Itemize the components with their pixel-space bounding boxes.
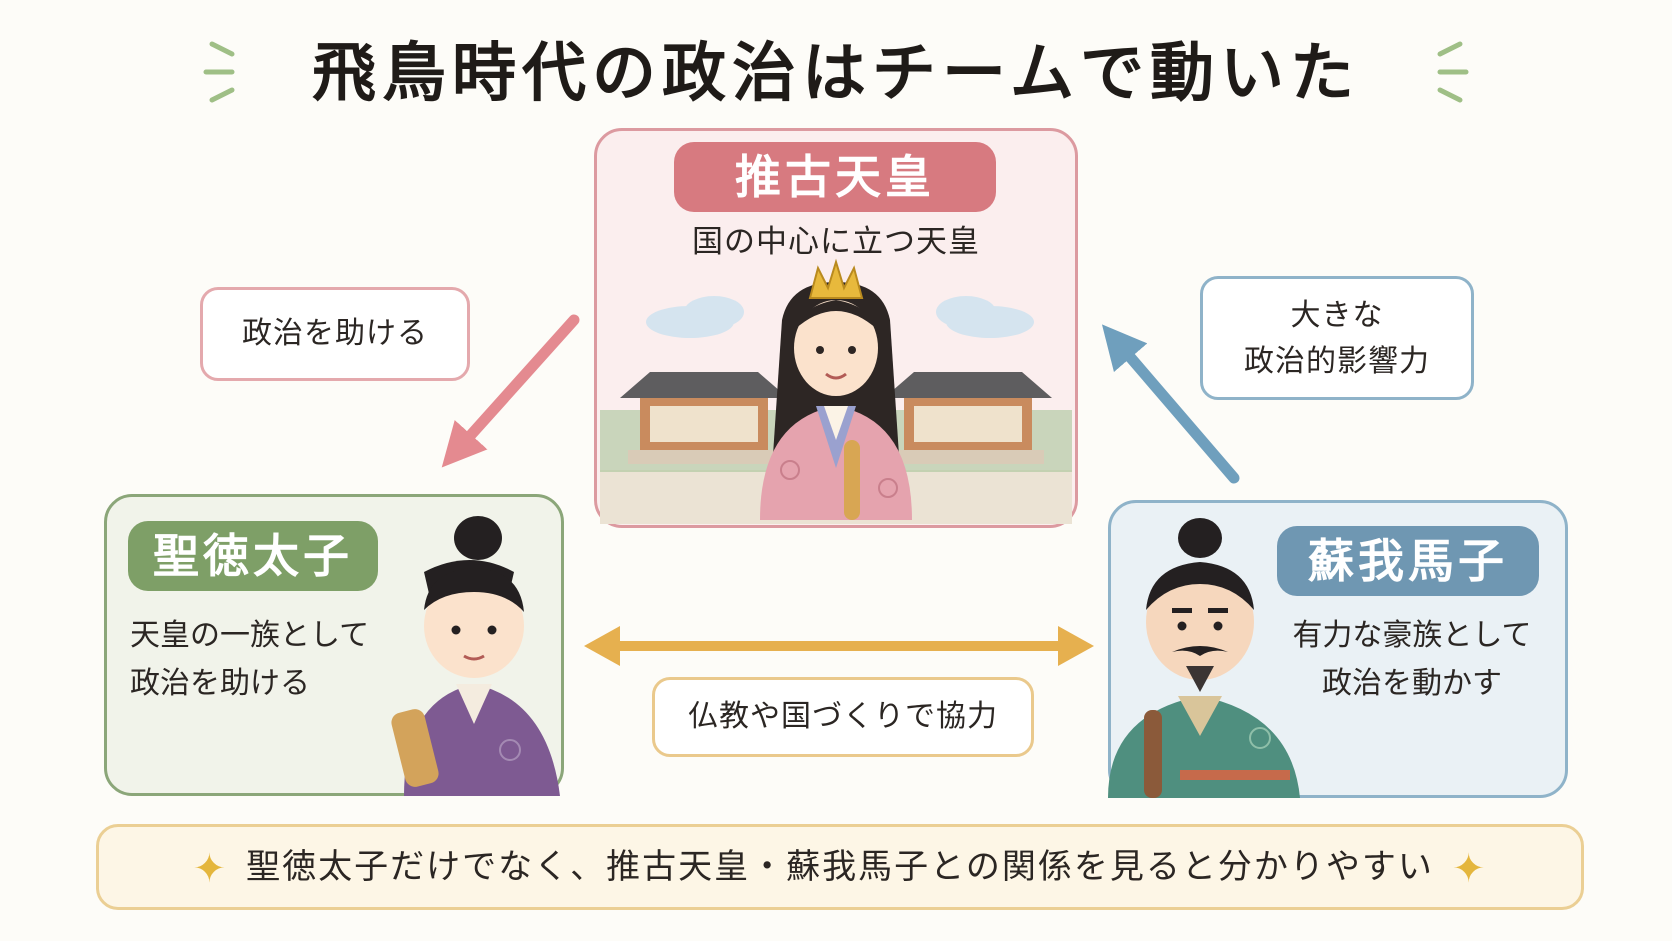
footer-note: ✦ 聖徳太子だけでなく、推古天皇・蘇我馬子との関係を見ると分かりやすい ✦ bbox=[96, 824, 1584, 910]
title-spark-right-icon bbox=[1437, 41, 1469, 103]
soga-description-line1: 有力な豪族として bbox=[1292, 618, 1532, 653]
title-spark-left-icon bbox=[203, 41, 235, 103]
sparkle-icon: ✦ bbox=[1451, 845, 1488, 892]
cooperation-arrow bbox=[584, 626, 1094, 666]
shotoku-description: 天皇の一族として 政治を助ける bbox=[130, 612, 390, 708]
shotoku-description-line1: 天皇の一族として bbox=[130, 618, 370, 653]
soga-illustration bbox=[1108, 518, 1300, 798]
footer-text: 聖徳太子だけでなく、推古天皇・蘇我馬子との関係を見ると分かりやすい bbox=[246, 847, 1434, 887]
shotoku-name: 聖徳太子 bbox=[128, 521, 378, 591]
help-label: 政治を助ける bbox=[200, 287, 470, 381]
page-title: 飛鳥時代の政治はチームで動いた bbox=[311, 37, 1361, 111]
soga-description-line2: 政治を動かす bbox=[1322, 666, 1502, 701]
influence-label-line1: 大きな bbox=[1290, 298, 1384, 333]
suiko-illustration bbox=[600, 258, 1072, 524]
cooperation-label: 仏教や国づくりで協力 bbox=[652, 677, 1034, 757]
shotoku-illustration bbox=[391, 516, 560, 796]
shotoku-description-line2: 政治を助ける bbox=[130, 666, 310, 701]
suiko-name: 推古天皇 bbox=[674, 142, 996, 212]
soga-name: 蘇我馬子 bbox=[1277, 526, 1539, 596]
influence-arrow bbox=[1101, 324, 1240, 484]
sparkle-icon: ✦ bbox=[192, 845, 229, 892]
influence-label: 大きな 政治的影響力 bbox=[1200, 276, 1474, 400]
influence-label-line2: 政治的影響力 bbox=[1244, 344, 1430, 379]
suiko-description: 国の中心に立つ天皇 bbox=[692, 224, 980, 260]
help-arrow bbox=[441, 314, 580, 468]
soga-description: 有力な豪族として 政治を動かす bbox=[1282, 612, 1542, 708]
